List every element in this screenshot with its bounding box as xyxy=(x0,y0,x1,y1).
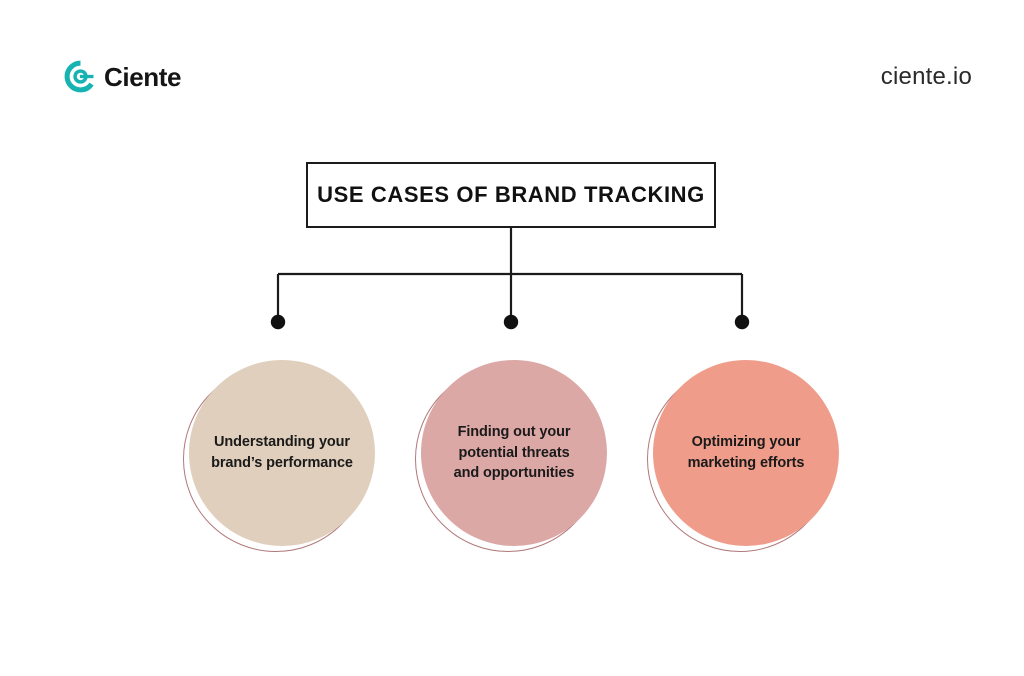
brand-logo: Ciente xyxy=(64,60,181,93)
use-case-node-3: Optimizing your marketing efforts xyxy=(647,360,839,552)
node-disc: Understanding your brand’s performance xyxy=(189,360,375,546)
node-disc: Finding out your potential threats and o… xyxy=(421,360,607,546)
use-case-label-1: Understanding your brand’s performance xyxy=(211,434,353,471)
connector-dot-1 xyxy=(270,314,286,330)
connector-dot-2 xyxy=(503,314,519,330)
use-case-node-2: Finding out your potential threats and o… xyxy=(415,360,607,552)
use-case-label-2: Finding out your potential threats and o… xyxy=(453,424,575,482)
use-case-node-1: Understanding your brand’s performance xyxy=(183,360,375,552)
node-disc: Optimizing your marketing efforts xyxy=(653,360,839,546)
connector-dot-3 xyxy=(734,314,750,330)
diagram-title: USE CASES OF BRAND TRACKING xyxy=(317,182,705,207)
brand-name: Ciente xyxy=(104,61,182,92)
diagram-title-box: USE CASES OF BRAND TRACKING xyxy=(306,162,716,228)
use-case-label-3: Optimizing your marketing efforts xyxy=(687,434,805,471)
site-url: ciente.io xyxy=(880,63,972,90)
ciente-logomark-icon xyxy=(64,60,97,93)
